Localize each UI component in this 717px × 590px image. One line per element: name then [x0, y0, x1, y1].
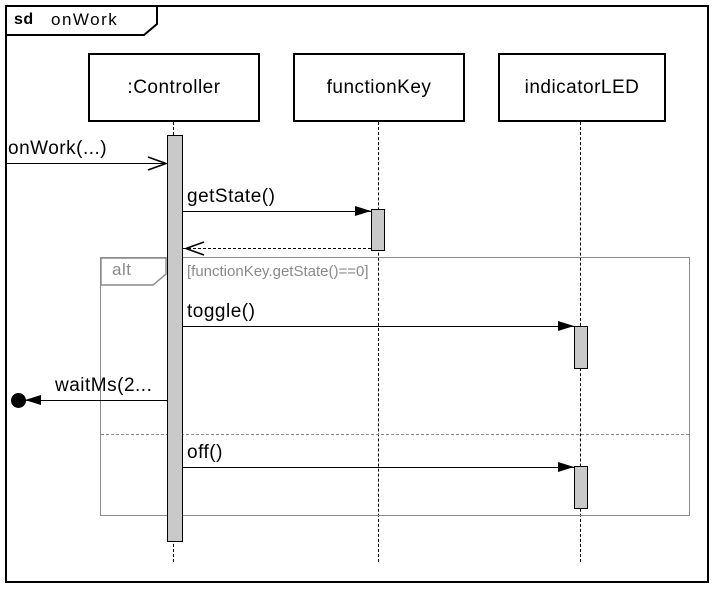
message-getstate-label: getState() — [187, 186, 276, 207]
message-off[interactable]: off() — [183, 442, 574, 472]
lifeline-head-controller[interactable]: :Controller — [88, 53, 260, 122]
activation-controller[interactable] — [167, 135, 183, 542]
fragment-guard[interactable]: [functionKey.getState()==0] — [187, 263, 369, 280]
lifeline-head-indicatorled[interactable]: indicatorLED — [498, 53, 666, 122]
fragment-operator-pentagon-icon — [100, 257, 167, 286]
lifeline-name-indicatorled: indicatorLED — [524, 76, 640, 98]
fragment-separator[interactable] — [101, 434, 689, 435]
reply-arrowhead-icon — [185, 241, 205, 256]
lifeline-name-controller: :Controller — [127, 76, 221, 98]
message-onwork-line — [5, 163, 167, 164]
message-waitms[interactable]: waitMs(2... — [11, 375, 167, 408]
message-toggle[interactable]: toggle() — [183, 301, 574, 331]
frame-name-pentagon-icon — [5, 5, 158, 36]
lifeline-name-functionkey: functionKey — [326, 76, 432, 98]
message-getstate-line — [183, 211, 371, 212]
lost-message-circle-icon — [11, 393, 26, 408]
message-waitms-label: waitMs(2... — [55, 375, 153, 396]
message-waitms-line — [25, 400, 167, 401]
sync-arrowhead-icon — [355, 206, 371, 216]
activation-indicatorled-toggle[interactable] — [574, 326, 588, 369]
frame-name-label[interactable]: sd onWork — [5, 5, 159, 36]
sync-arrowhead-icon — [558, 321, 574, 331]
message-getstate[interactable]: getState() — [183, 186, 371, 216]
diagram-frame-border — [5, 5, 709, 583]
alt-fragment[interactable]: alt [functionKey.getState()==0] — [100, 257, 690, 516]
message-toggle-label: toggle() — [187, 301, 256, 322]
message-toggle-line — [183, 326, 574, 327]
message-reply[interactable] — [183, 239, 371, 257]
message-reply-line — [183, 248, 371, 249]
message-onwork-label: onWork(...) — [8, 138, 108, 159]
activation-functionkey[interactable] — [371, 209, 385, 251]
activation-indicatorled-off[interactable] — [574, 466, 588, 509]
sync-arrowhead-icon — [558, 462, 574, 472]
fragment-operator: alt — [112, 260, 132, 279]
message-onwork[interactable]: onWork(...) — [5, 138, 167, 171]
async-arrowhead-icon — [147, 156, 167, 171]
frame-title: onWork — [51, 10, 119, 29]
lifeline-head-functionkey[interactable]: functionKey — [293, 53, 465, 122]
lost-arrowhead-icon — [25, 395, 41, 405]
message-off-line — [183, 467, 574, 468]
message-off-label: off() — [187, 442, 223, 463]
lifeline-line-functionkey[interactable] — [378, 122, 379, 562]
frame-keyword: sd — [14, 11, 34, 28]
